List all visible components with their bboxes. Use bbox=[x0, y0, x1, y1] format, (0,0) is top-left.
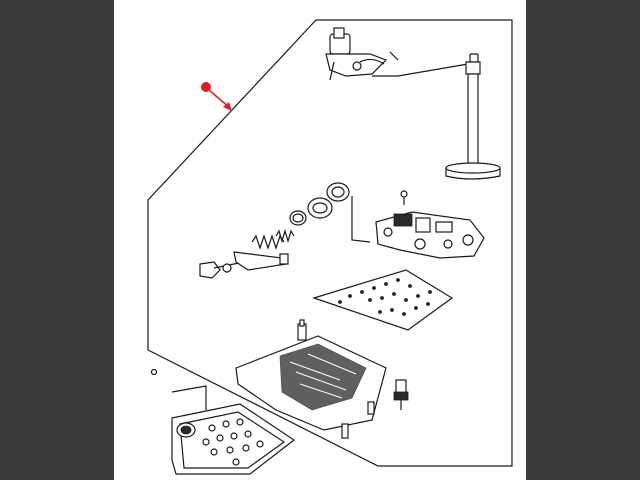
solenoid-connector bbox=[341, 379, 409, 439]
filter-holes bbox=[202, 418, 264, 466]
viewer-right-margin bbox=[526, 0, 640, 480]
connector-line bbox=[372, 63, 469, 77]
oil-filter bbox=[171, 385, 296, 475]
exploded-view-diagram bbox=[147, 19, 513, 475]
washer bbox=[150, 368, 158, 376]
assembly-outline bbox=[147, 19, 513, 467]
locator-marker bbox=[201, 82, 232, 111]
spring bbox=[251, 228, 295, 250]
upper-valve-body bbox=[375, 211, 485, 259]
diagram-sheet bbox=[114, 0, 526, 480]
lower-valve-body bbox=[235, 319, 387, 431]
manual-valve-lever bbox=[325, 27, 399, 81]
throttle-valve-rod bbox=[445, 53, 501, 180]
accumulator-springs-pistons bbox=[251, 182, 408, 250]
viewer-left-margin bbox=[0, 0, 114, 480]
connector-line-lower bbox=[351, 196, 371, 243]
detent-lever bbox=[199, 251, 289, 279]
valve-body-channels bbox=[289, 353, 357, 399]
plate-holes bbox=[338, 278, 432, 316]
separator-plate bbox=[312, 269, 454, 331]
